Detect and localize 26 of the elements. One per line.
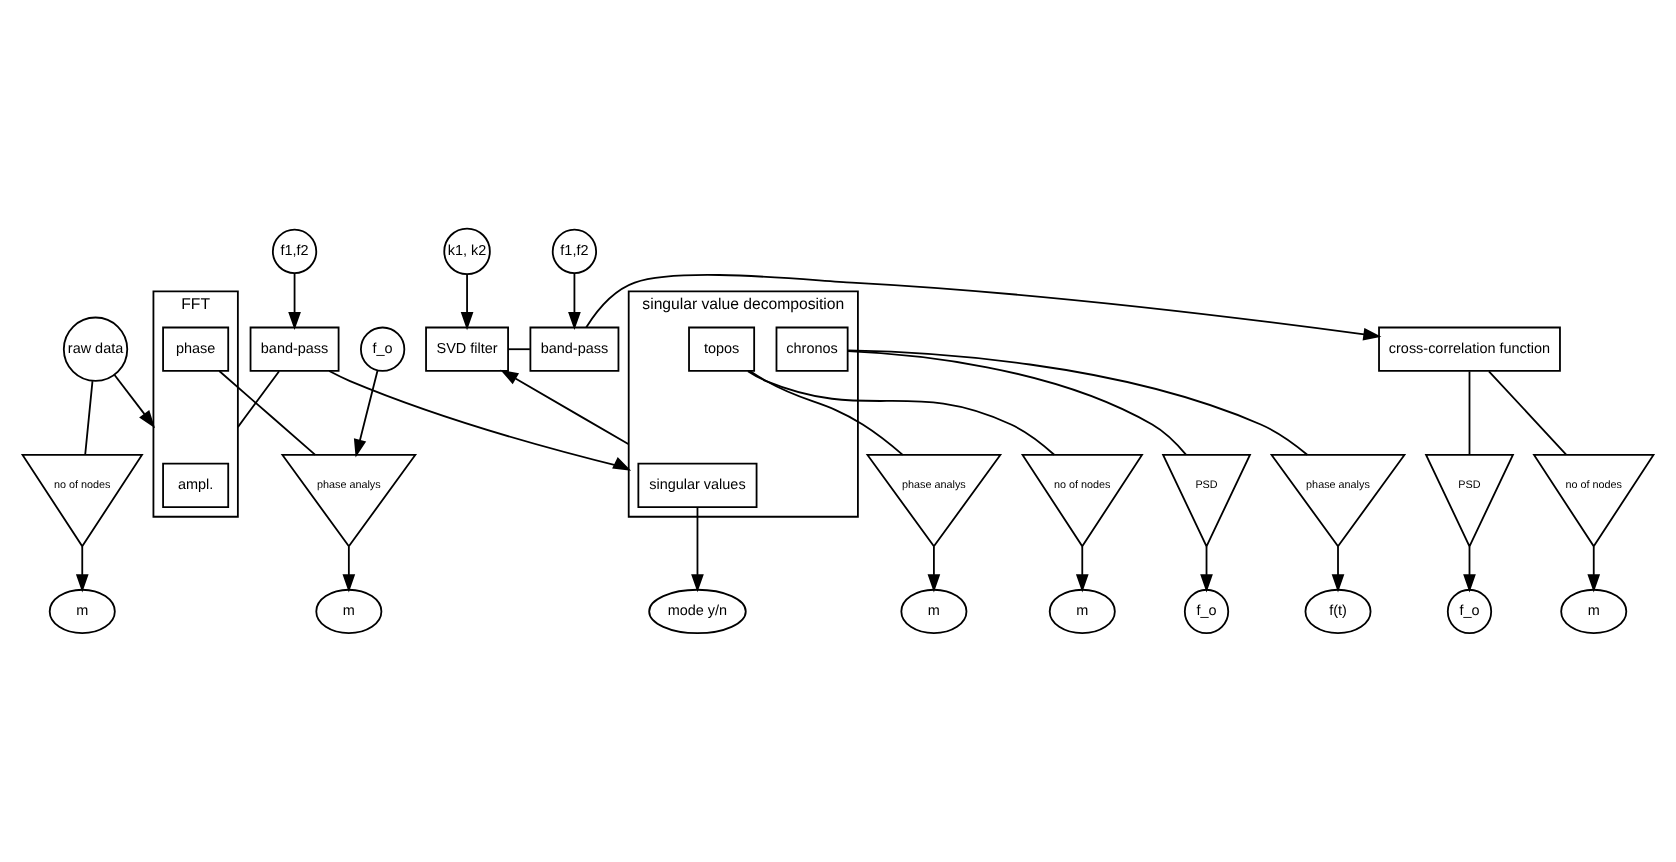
arrow — [342, 545, 356, 593]
arrow — [1200, 545, 1213, 593]
connector — [847, 350, 1187, 456]
arrow — [500, 369, 630, 446]
arrow — [113, 374, 156, 429]
connector — [1468, 370, 1471, 456]
arrow — [1075, 545, 1089, 593]
arrow — [460, 273, 474, 331]
connector — [747, 370, 1056, 456]
arrow — [1587, 545, 1601, 593]
connector — [236, 370, 280, 428]
arrow — [585, 274, 1382, 341]
connector — [749, 370, 904, 456]
arrow — [328, 370, 632, 471]
arrow — [1463, 545, 1476, 593]
connector — [84, 380, 94, 456]
arrow — [927, 545, 941, 593]
connector — [507, 348, 531, 351]
arrow — [75, 545, 89, 593]
arrow — [568, 272, 581, 331]
connector — [847, 349, 1309, 456]
arrow — [353, 369, 379, 458]
arrow — [1331, 545, 1345, 593]
arrow — [288, 272, 301, 331]
connector — [1488, 370, 1568, 456]
arrow — [691, 506, 704, 593]
